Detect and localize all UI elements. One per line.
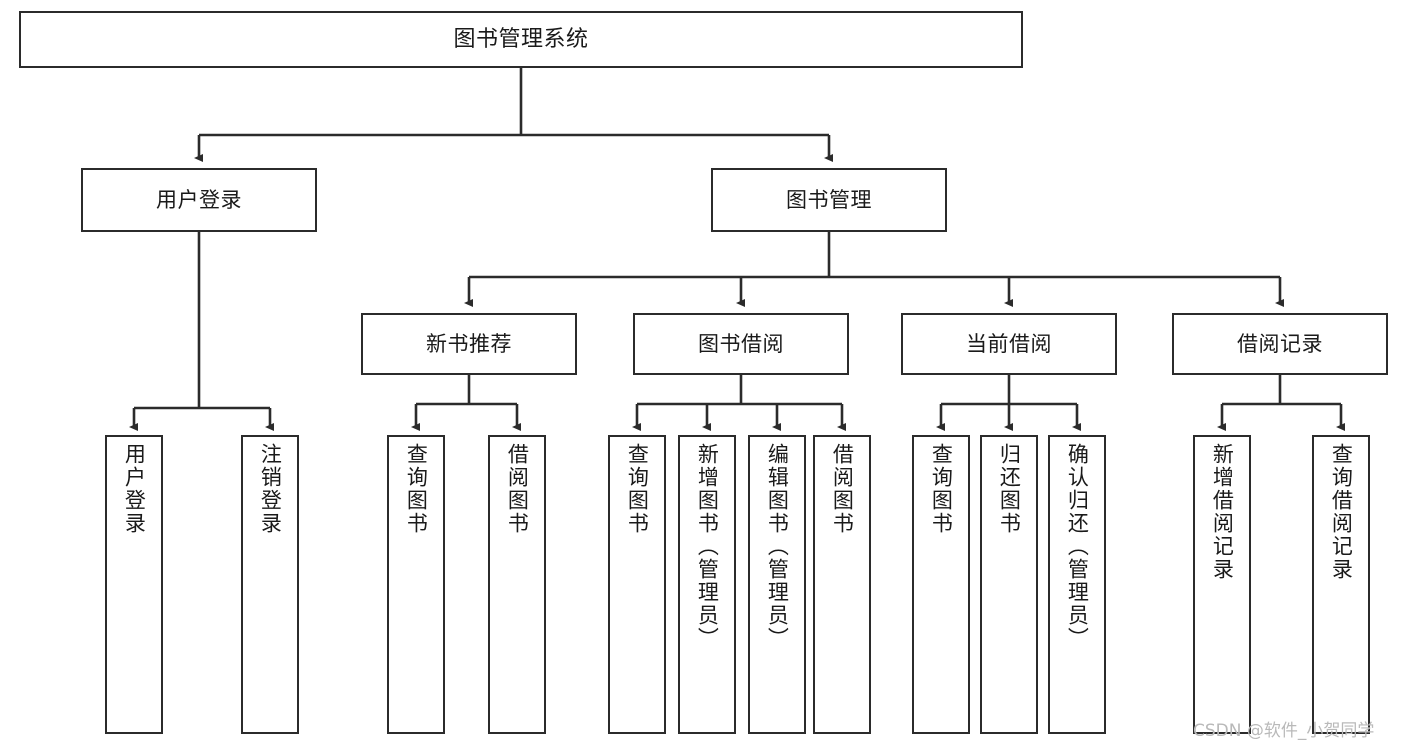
node-label: 新增借阅记录	[1210, 443, 1235, 581]
node-root-book-management-system[interactable]: 图书管理系统	[19, 11, 1023, 68]
node-label: 图书管理	[786, 187, 872, 212]
node-book-management[interactable]: 图书管理	[711, 168, 947, 232]
leaf-record-add-record[interactable]: 新增借阅记录	[1193, 435, 1251, 734]
node-label: 注销登录	[258, 443, 283, 535]
node-label: 借阅记录	[1237, 331, 1323, 356]
leaf-new-book-query[interactable]: 查询图书	[387, 435, 445, 734]
node-label: 借阅图书	[505, 443, 530, 535]
leaf-current-query-book[interactable]: 查询图书	[912, 435, 970, 734]
leaf-current-return-book[interactable]: 归还图书	[980, 435, 1038, 734]
leaf-new-book-borrow[interactable]: 借阅图书	[488, 435, 546, 734]
csdn-watermark: CSDN @软件_小贺同学	[1193, 721, 1375, 741]
node-label: 查询图书	[929, 443, 954, 535]
node-label: 用户登录	[122, 443, 147, 535]
leaf-user-login-login[interactable]: 用户登录	[105, 435, 163, 734]
node-label: 编辑图书（管理员）	[765, 443, 790, 650]
node-borrow-record[interactable]: 借阅记录	[1172, 313, 1388, 375]
leaf-user-login-logout[interactable]: 注销登录	[241, 435, 299, 734]
leaf-borrow-query-book[interactable]: 查询图书	[608, 435, 666, 734]
leaf-borrow-add-book-admin[interactable]: 新增图书（管理员）	[678, 435, 736, 734]
leaf-borrow-edit-book-admin[interactable]: 编辑图书（管理员）	[748, 435, 806, 734]
leaf-borrow-borrow-book[interactable]: 借阅图书	[813, 435, 871, 734]
node-user-login[interactable]: 用户登录	[81, 168, 317, 232]
node-label: 新书推荐	[426, 331, 512, 356]
node-current-borrow[interactable]: 当前借阅	[901, 313, 1117, 375]
node-label: 查询图书	[404, 443, 429, 535]
node-label: 用户登录	[156, 187, 242, 212]
leaf-current-confirm-return-admin[interactable]: 确认归还（管理员）	[1048, 435, 1106, 734]
node-label: 确认归还（管理员）	[1065, 443, 1090, 650]
leaf-record-query-record[interactable]: 查询借阅记录	[1312, 435, 1370, 734]
node-new-book-recommend[interactable]: 新书推荐	[361, 313, 577, 375]
node-label: 借阅图书	[830, 443, 855, 535]
node-label: 归还图书	[997, 443, 1022, 535]
node-label: 图书借阅	[698, 331, 784, 356]
node-label: 新增图书（管理员）	[695, 443, 720, 650]
node-label: 当前借阅	[966, 331, 1052, 356]
node-label: 查询借阅记录	[1329, 443, 1354, 581]
node-book-borrow[interactable]: 图书借阅	[633, 313, 849, 375]
node-label: 查询图书	[625, 443, 650, 535]
node-label: 图书管理系统	[453, 26, 589, 52]
